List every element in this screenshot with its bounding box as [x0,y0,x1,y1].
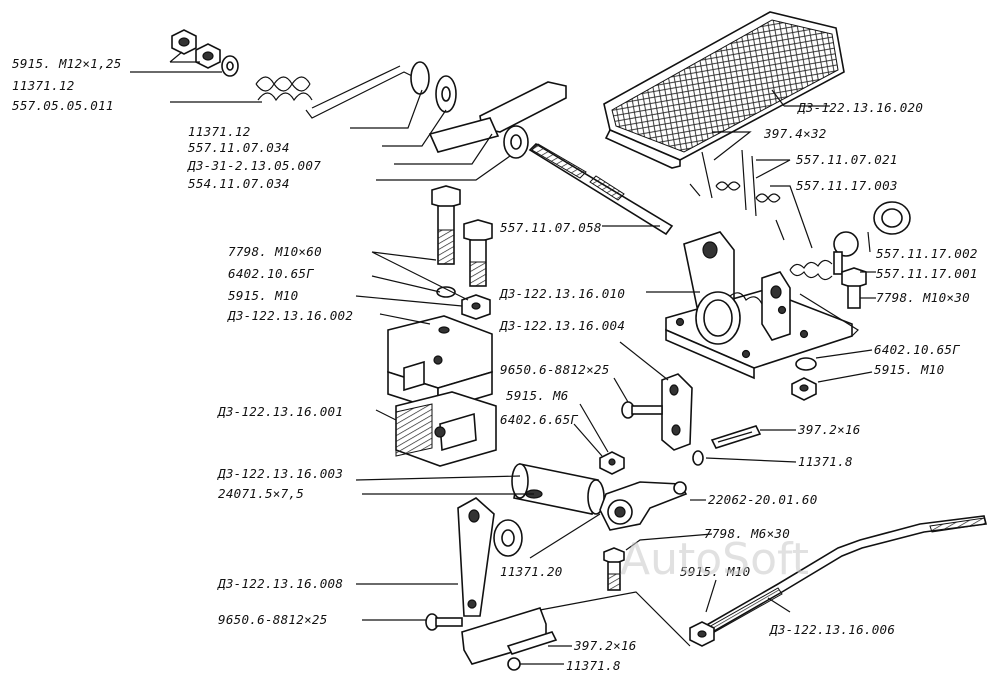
label-5915-m10-a: 5915. M10 [228,288,298,303]
label-557-11-07-034: 557.11.07.034 [188,140,290,155]
label-557-11-17-002: 557.11.17.002 [876,246,978,261]
label-397-2x16-a: 397.2×16 [797,422,861,437]
label-11371-8-a: 11371.8 [798,454,853,469]
bolts-m10-part [431,185,493,320]
label-22062-20-01-60: 22062-20.01.60 [708,492,818,507]
label-dz-122-13-16-010: ДЗ-122.13.16.010 [499,286,625,301]
label-dz-122-13-16-001: ДЗ-122.13.16.001 [217,404,343,419]
lever-004-part [661,373,693,451]
label-9650-6-8812x25-b: 9650.6-8812×25 [218,612,328,627]
label-397-4x32: 397.4×32 [763,126,827,141]
label-557-05-05-011: 557.05.05.011 [12,98,114,113]
label-dz-122-13-16-008: ДЗ-122.13.16.008 [217,576,343,591]
label-557-11-17-001: 557.11.17.001 [876,266,978,281]
label-7798-m10x60: 7798. M10×60 [228,244,322,259]
label-11371-8-b: 11371.8 [566,658,621,673]
fork-joint-part [599,481,688,531]
label-dz-122-13-16-020: ДЗ-122.13.16.020 [797,100,923,115]
fork-bottom-part [425,591,691,671]
label-11371-12-a: 11371.12 [12,78,75,93]
label-554-11-07-034: 554.11.07.034 [188,176,290,191]
nut-m12-part [171,29,239,77]
bolt-m6-part [603,547,625,591]
label-11371-12-b: 11371.12 [188,124,251,139]
leader-lines [130,51,876,665]
label-dz-122-13-16-006: ДЗ-122.13.16.006 [769,622,895,637]
pedal-springs-part [689,149,785,241]
label-dz-122-13-16-004: ДЗ-122.13.16.004 [499,318,625,333]
label-6402-10-65g-b: 6402.10.65Г [874,342,960,357]
pivot-shaft-part [511,463,605,515]
bracket-lower-part [395,391,497,467]
part-labels: 5915. M12×1,25 11371.12 557.05.05.011 11… [12,56,978,673]
label-24071-5x7-5: 24071.5×7,5 [218,486,304,501]
threaded-rod-006-part [689,515,987,647]
screw-m6-part [599,401,663,475]
label-557-11-07-021: 557.11.07.021 [796,152,898,167]
label-5915-m12: 5915. M12×1,25 [12,56,122,71]
label-6402-10-65g-a: 6402.10.65Г [228,266,314,281]
label-11371-20: 11371.20 [500,564,563,579]
cotter-pin-part [692,425,762,466]
pedal-base-part [665,231,853,380]
lever-008-part [457,497,523,617]
nut-washer-right-part [791,357,817,401]
pedal-pad-part [603,11,845,169]
label-5915-m10-c: 5915. M10 [680,564,750,579]
watermark: AutoSoft [620,534,809,585]
threaded-shaft-part [528,142,674,236]
roller-spring-part [789,201,911,337]
label-dz-122-13-16-002: ДЗ-122.13.16.002 [227,308,353,323]
washers-top-part [410,61,567,159]
bracket-upper-part [387,315,493,412]
label-5915-m10-b: 5915. M10 [874,362,944,377]
label-dz31-2-13-05-007: ДЗ-31-2.13.05.007 [187,158,321,173]
label-5915-m6: 5915. M6 [506,388,569,403]
label-dz-122-13-16-003: ДЗ-122.13.16.003 [217,466,343,481]
spring-left-part [255,76,313,102]
label-9650-6-8812x25-a: 9650.6-8812×25 [500,362,610,377]
label-7798-m6x30: 7798. M6×30 [704,526,790,541]
thin-rod-part [305,65,413,119]
label-557-11-07-058: 557.11.07.058 [500,220,602,235]
label-6402-6-65g: 6402.6.65Г [500,412,578,427]
label-557-11-17-003: 557.11.17.003 [796,178,898,193]
label-7798-m10x30: 7798. M10×30 [876,290,970,305]
label-397-2x16-b: 397.2×16 [573,638,637,653]
